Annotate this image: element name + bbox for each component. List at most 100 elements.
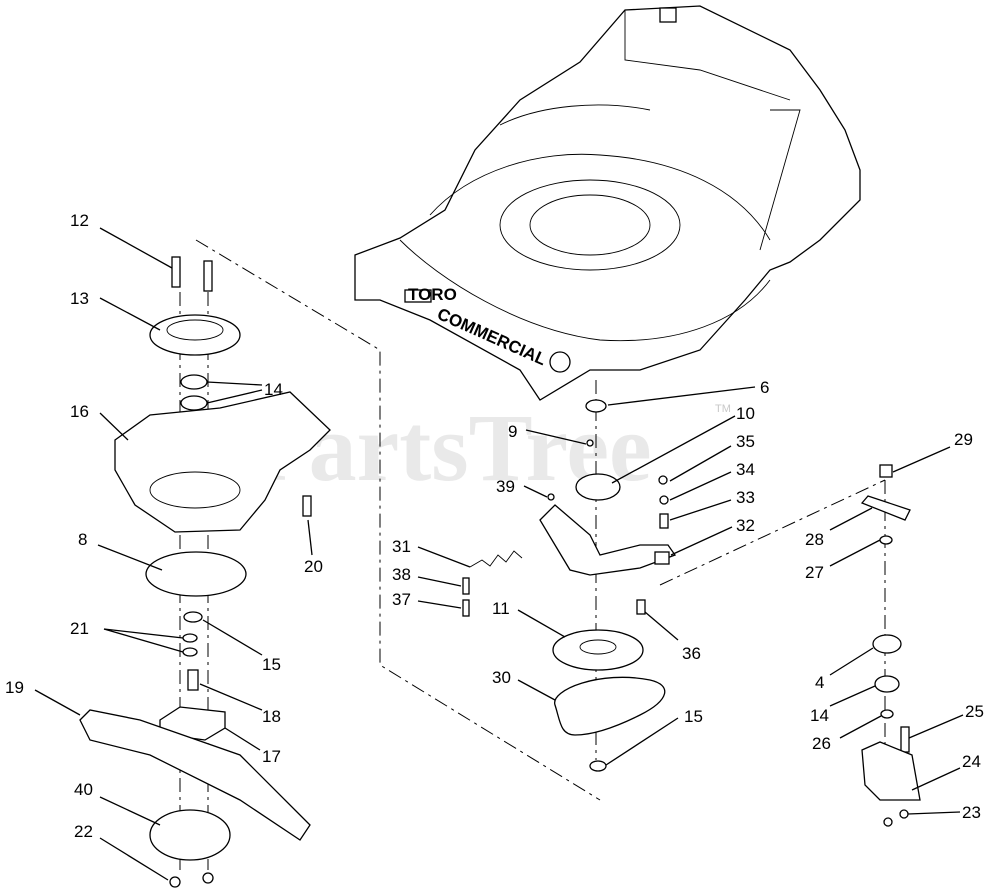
deck-brand: TORO [408,285,457,304]
bushing-32 [654,551,670,565]
nut-35 [658,475,668,485]
blade-retainer-40 [149,809,231,861]
middle-assembly [462,399,677,772]
label-9: 9 [508,422,517,441]
label-32: 32 [736,516,755,535]
spindle-housing-16 [114,391,331,533]
bolt-22b [202,872,214,884]
label-29: 29 [954,430,973,449]
label-24: 24 [962,752,981,771]
bearing-14c [874,675,900,693]
plate-24 [861,741,921,801]
label-14b: 14 [810,706,829,725]
label-19: 19 [5,678,24,697]
washer-27 [879,535,893,545]
mower-deck: TORO COMMERCIAL [354,5,861,401]
deck-spindle-ring-outer [499,179,681,271]
nut-23b [899,809,909,819]
nut-23a [883,817,893,827]
belt-30 [554,676,666,736]
label-36: 36 [682,644,701,663]
pulley-13-hub [166,319,224,341]
label-11: 11 [492,599,510,618]
spacer-15b [589,760,607,772]
right-assembly [860,464,921,827]
label-38: 38 [392,565,411,584]
bracket-28 [860,495,911,521]
label-6: 6 [760,378,769,397]
label-17: 17 [262,747,281,766]
label-15a: 15 [262,655,281,674]
housing-16-bore [149,471,241,509]
deck-bumper [659,7,677,23]
label-18: 18 [262,707,281,726]
blade-19 [79,709,311,841]
label-30: 30 [492,668,511,687]
deck-logo-box [404,289,432,303]
label-4: 4 [815,673,824,692]
stud-25 [900,726,910,753]
screw-20 [302,495,312,517]
washer-21b [182,647,198,657]
label-15b: 15 [684,707,703,726]
label-34: 34 [736,460,755,479]
deck-rear-wall [624,10,791,101]
pin-38 [462,577,470,595]
key-9 [586,439,594,447]
label-10: 10 [736,404,755,423]
pin-37 [462,599,470,617]
label-39: 39 [496,477,515,496]
watermark: PartsTree TM [250,394,731,501]
bolt-36 [636,599,646,615]
label-8: 8 [78,530,87,549]
label-37: 37 [392,590,411,609]
idler-arm [539,504,677,576]
label-33: 33 [736,488,755,507]
washer-6 [585,399,607,413]
label-25: 25 [965,702,984,721]
label-23: 23 [962,803,981,822]
bearing-14b [180,395,208,411]
centerline-right-link [659,479,886,586]
spacer-15a [183,611,203,623]
deck-spindle-ring-inner [529,194,651,256]
pulley-13 [149,314,241,356]
deck-chute-line [499,104,651,126]
label-16: 16 [70,402,89,421]
nut-39 [547,493,555,501]
deck-rim-inner [429,153,771,241]
label-31: 31 [392,537,411,556]
watermark-tm: TM [715,403,731,415]
bolt-12a [171,256,181,288]
bolt-12b [203,260,213,292]
label-13: 13 [70,289,89,308]
centerline-left-frame [195,239,601,801]
label-20: 20 [304,557,323,576]
label-26: 26 [812,734,831,753]
pulley-11-hub [579,639,617,655]
part-labels: 12 13 14 16 20 8 21 15 18 19 17 40 22 6 … [5,211,984,841]
washer-26 [880,709,894,719]
left-assembly [79,256,331,888]
deck-handle-bracket [759,109,801,251]
plate-8 [145,551,247,597]
label-22: 22 [74,822,93,841]
spring-31 [469,550,523,568]
pulley-11 [552,629,644,671]
bearing-14a [180,374,208,390]
label-40: 40 [74,780,93,799]
leader-lines [34,227,964,881]
bolt-29 [879,464,893,478]
bearing-10 [575,473,621,501]
label-27: 27 [805,563,824,582]
washer-34 [659,495,669,505]
shaft-18 [187,669,199,691]
label-21: 21 [70,619,89,638]
washer-21a [182,633,198,643]
deck-pivot [549,351,571,373]
bolt-22a [169,876,181,888]
label-35: 35 [736,432,755,451]
label-12: 12 [70,211,89,230]
